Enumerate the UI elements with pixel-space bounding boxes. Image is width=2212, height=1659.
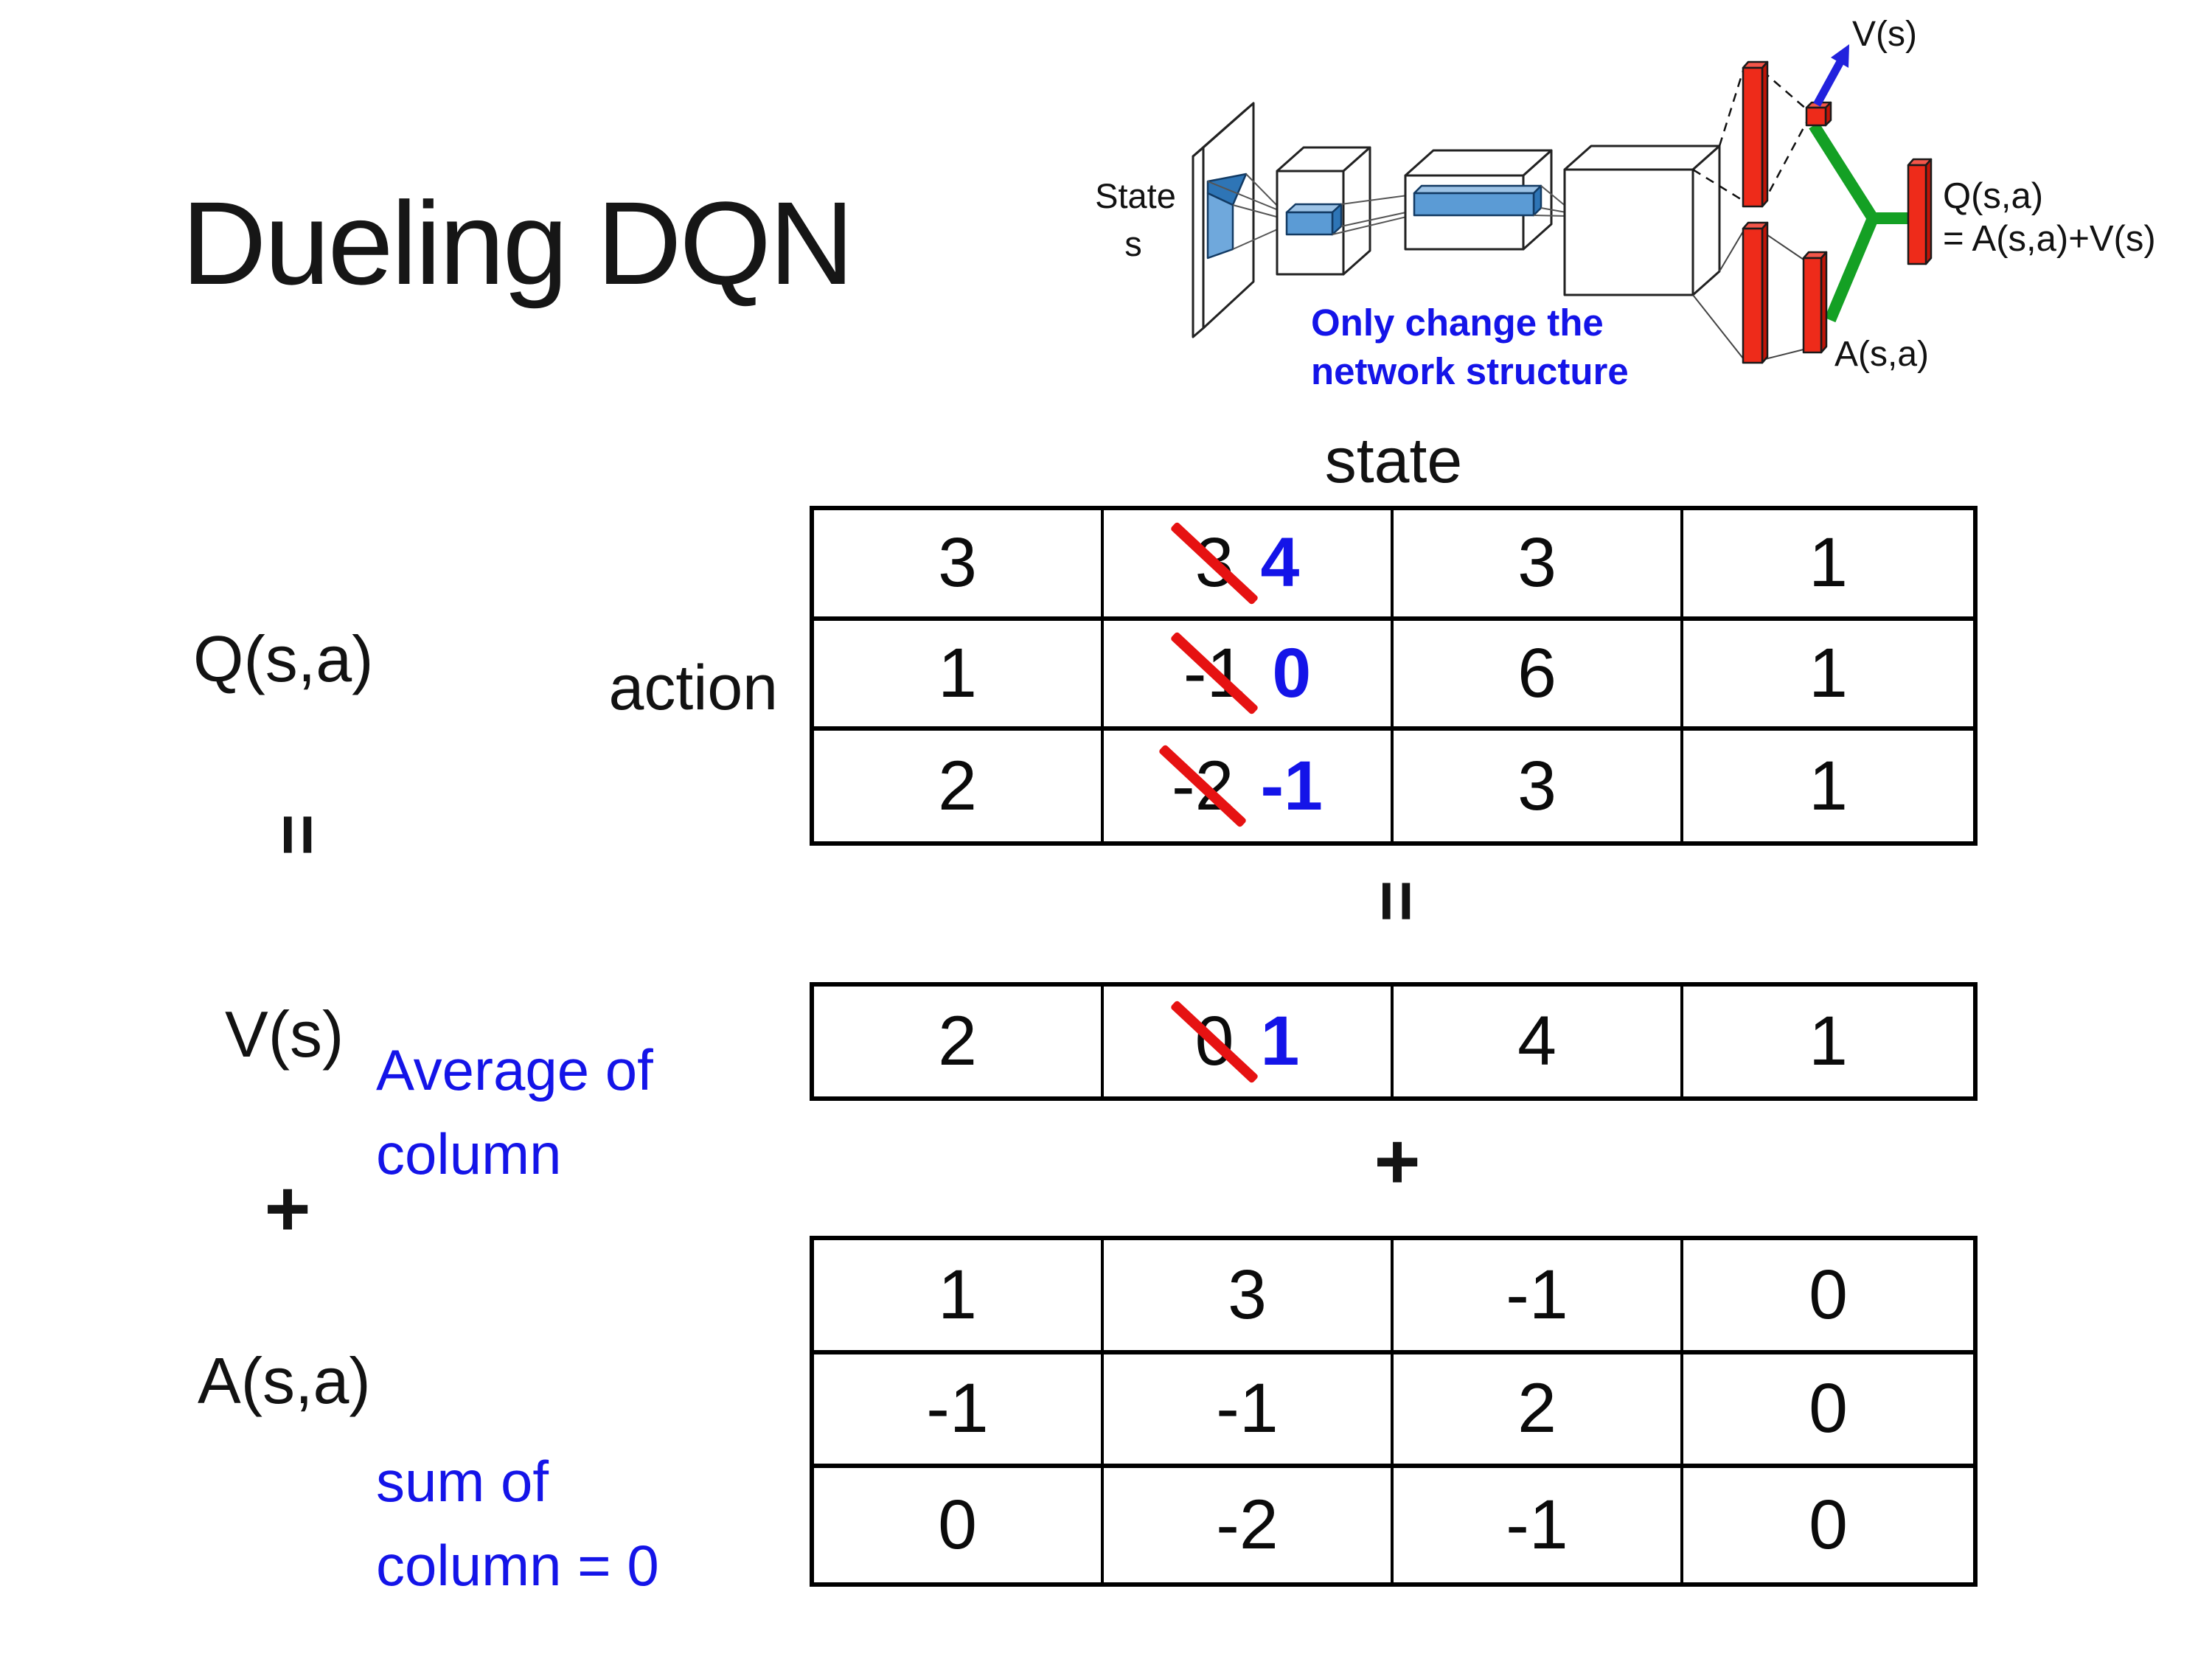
fc-bar-bottom	[1742, 221, 1769, 364]
diagram-q-output-line2: = A(s,a)+V(s)	[1943, 219, 2156, 259]
q-output-bar	[1907, 158, 1933, 265]
average-note-line2: column	[376, 1121, 562, 1186]
old-value: -1	[1169, 631, 1259, 716]
q-matrix-label: Q(s,a)	[193, 622, 374, 695]
matrix-cell-r0c0: 2	[814, 987, 1104, 1096]
diagram-note-line2: network structure	[1311, 350, 1629, 392]
v-node-box	[1805, 101, 1832, 127]
a-matrix-label: A(s,a)	[198, 1344, 371, 1417]
matrix-cell-r0c3: 1	[1683, 510, 1973, 621]
fc-bar-top	[1742, 60, 1769, 208]
feature-box-1	[1285, 203, 1343, 236]
matrix-cell-r1c0: -1	[814, 1354, 1104, 1469]
sum-note-line2: column = 0	[376, 1533, 659, 1598]
average-note: Average of column	[376, 1028, 653, 1196]
feature-box-2	[1413, 184, 1543, 217]
equals-left: =	[258, 813, 340, 856]
merge-connector	[1809, 122, 1910, 323]
diagram-a-output-label: A(s,a)	[1834, 335, 1929, 374]
matrix-cell-r1c1: -1	[1104, 1354, 1394, 1469]
diagram-v-output-label: V(s)	[1852, 15, 1917, 54]
a-node-bar	[1802, 251, 1828, 354]
v-matrix-label: V(s)	[225, 998, 344, 1071]
matrix-cell-r0c1: 34	[1104, 510, 1394, 621]
sum-note-line1: sum of	[376, 1449, 549, 1514]
matrix-cell-r2c1: -2	[1104, 1468, 1394, 1582]
matrix-cell-r1c2: 2	[1394, 1354, 1683, 1469]
new-value: -1	[1260, 746, 1323, 825]
matrix-cell-r2c0: 0	[814, 1468, 1104, 1582]
dueling-network-diagram: State s Only change the network structur…	[1095, 15, 2156, 392]
projection-lines-3	[1533, 185, 1567, 217]
action-header: action	[608, 653, 779, 723]
matrix-cell-r0c1: 01	[1104, 987, 1394, 1096]
old-value: -2	[1158, 744, 1248, 829]
strike-through	[1158, 744, 1248, 829]
page-title: Dueling DQN	[181, 177, 855, 309]
matrix-cell-r0c1: 3	[1104, 1240, 1394, 1354]
dense-box	[1563, 145, 1721, 296]
new-value: 1	[1260, 1002, 1300, 1080]
old-value: 0	[1169, 999, 1259, 1084]
matrix-cell-r0c2: 3	[1394, 510, 1683, 621]
diagram-state-label-line2: s	[1124, 224, 1142, 263]
matrix-cell-r0c3: 0	[1683, 1240, 1973, 1354]
matrix-cell-r2c3: 1	[1809, 746, 1848, 825]
new-value: 4	[1260, 524, 1300, 602]
matrix-cell-r0c2: -1	[1394, 1240, 1683, 1354]
strike-through	[1169, 521, 1259, 605]
matrix-cell-r2c1: -2-1	[1104, 731, 1394, 841]
state-header: state	[1324, 425, 1463, 496]
dashed-links-v-stream	[1692, 70, 1808, 206]
matrix-cell-r1c3: 1	[1683, 621, 1973, 731]
strike-through	[1169, 631, 1259, 716]
matrix-cell-r1c0: 1	[814, 620, 1104, 731]
sum-note: sum of column = 0	[376, 1439, 659, 1607]
matrix-cell-r2c2: 3	[1394, 731, 1683, 841]
v-arrow	[1813, 44, 1849, 107]
matrix-cell-r0c3: 1	[1809, 1002, 1848, 1080]
corrected-value: 34	[1169, 521, 1300, 605]
plus-left: +	[264, 1164, 311, 1253]
projection-lines-2	[1332, 194, 1413, 235]
strike-through	[1169, 999, 1259, 1084]
matrix-cell-r1c1: -10	[1104, 620, 1394, 731]
solid-links-a-stream	[1692, 231, 1804, 361]
matrix-cell-r1c3: 0	[1683, 1354, 1973, 1469]
matrix-cell-r0c0: 1	[814, 1240, 1104, 1354]
corrected-value: 01	[1169, 999, 1300, 1084]
matrix-cell-r2c2: -1	[1394, 1468, 1683, 1582]
diagram-state-label-line1: State	[1095, 176, 1176, 215]
matrix-cell-r0c2: 4	[1394, 987, 1683, 1096]
old-value: 3	[1169, 521, 1259, 605]
matrix-cell-r0c0: 3	[814, 510, 1104, 621]
corrected-value: -10	[1169, 631, 1312, 716]
corrected-value: -2-1	[1158, 744, 1323, 829]
matrix-cell-r2c0: 2	[814, 731, 1104, 841]
equals-under-q-table: =	[1357, 880, 1439, 922]
matrix-cell-r2c3: 0	[1809, 1486, 1848, 1565]
plus-under-v-table: +	[1374, 1116, 1421, 1206]
diagram-q-output-line1: Q(s,a)	[1943, 176, 2043, 216]
diagram-note-line1: Only change the	[1311, 302, 1604, 344]
average-note-line1: Average of	[376, 1037, 653, 1102]
new-value: 0	[1272, 633, 1312, 712]
v-table: 20141	[810, 982, 1978, 1101]
matrix-cell-r1c2: 6	[1394, 620, 1683, 731]
